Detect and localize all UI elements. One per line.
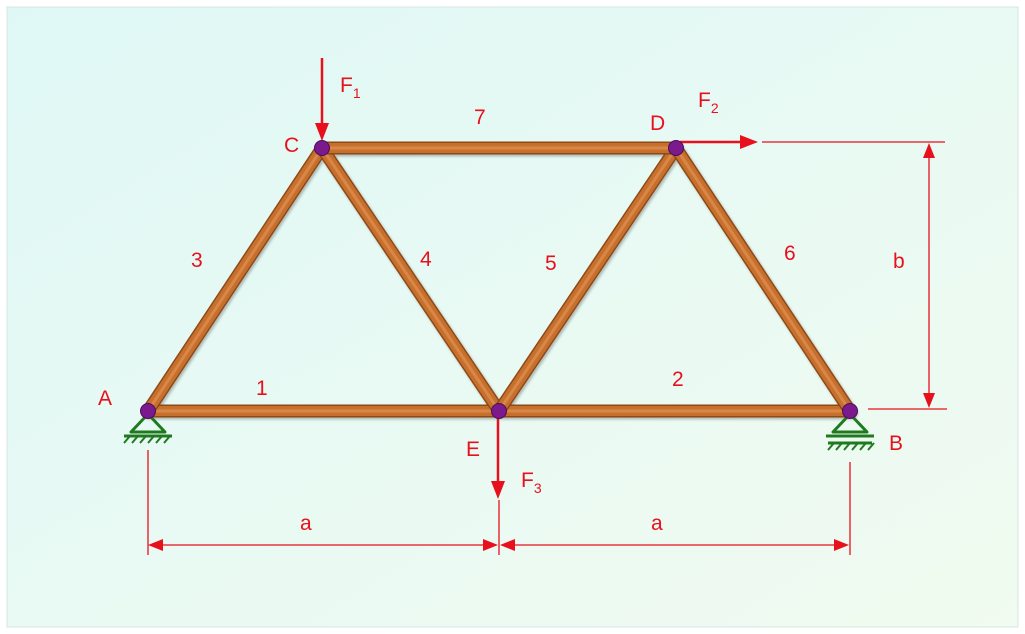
member-label-5: 5 <box>545 252 557 275</box>
force-f1-arrowhead-icon <box>315 123 329 141</box>
joint-e <box>491 403 507 419</box>
node-labels: A B C D E <box>98 112 903 461</box>
joint-a <box>140 403 156 419</box>
arrowhead-icon <box>148 539 163 551</box>
node-label-e: E <box>466 438 480 461</box>
member-labels: 1 2 3 4 5 6 7 <box>191 106 796 400</box>
joint-b <box>842 403 858 419</box>
truss-joints <box>140 140 858 419</box>
member-label-4: 4 <box>420 248 432 271</box>
force-label-f3: F3 <box>521 469 542 496</box>
force-label-f2: F2 <box>698 89 719 116</box>
member-label-3: 3 <box>191 249 203 272</box>
dimension-labels: a a b <box>300 250 905 535</box>
dimension-lines <box>147 141 947 555</box>
arrowhead-icon <box>500 539 515 551</box>
roller-support-icon <box>826 412 875 451</box>
dimension-arrowheads <box>148 143 935 551</box>
truss-member-4 <box>315 141 506 418</box>
dimension-label-a-left: a <box>300 512 312 535</box>
force-f3-arrowhead-icon <box>491 481 505 499</box>
truss-member-3 <box>141 141 329 418</box>
node-label-b: B <box>889 432 903 455</box>
dimension-label-b: b <box>893 250 905 273</box>
force-label-f1: F1 <box>340 74 361 101</box>
arrowhead-icon <box>483 539 498 551</box>
arrowhead-icon <box>923 143 935 158</box>
force-arrows <box>315 58 758 499</box>
truss-member-6 <box>669 141 857 418</box>
node-label-c: C <box>284 134 299 157</box>
arrowhead-icon <box>834 539 849 551</box>
node-label-d: D <box>650 112 665 135</box>
dimension-label-a-right: a <box>651 512 663 535</box>
pinned-support-icon <box>123 412 172 444</box>
joint-d <box>668 140 684 156</box>
force-f2-arrowhead-icon <box>740 135 758 149</box>
member-label-6: 6 <box>784 242 796 265</box>
node-label-a: A <box>98 387 112 410</box>
joint-c <box>314 140 330 156</box>
member-label-7: 7 <box>474 106 486 129</box>
member-label-2: 2 <box>672 368 684 391</box>
arrowhead-icon <box>923 393 935 408</box>
diagram-panel <box>6 6 1019 628</box>
force-labels: F1 F2 F3 <box>340 74 719 496</box>
member-label-1: 1 <box>256 377 268 400</box>
truss-members <box>141 141 857 418</box>
truss-member-5 <box>492 141 683 418</box>
